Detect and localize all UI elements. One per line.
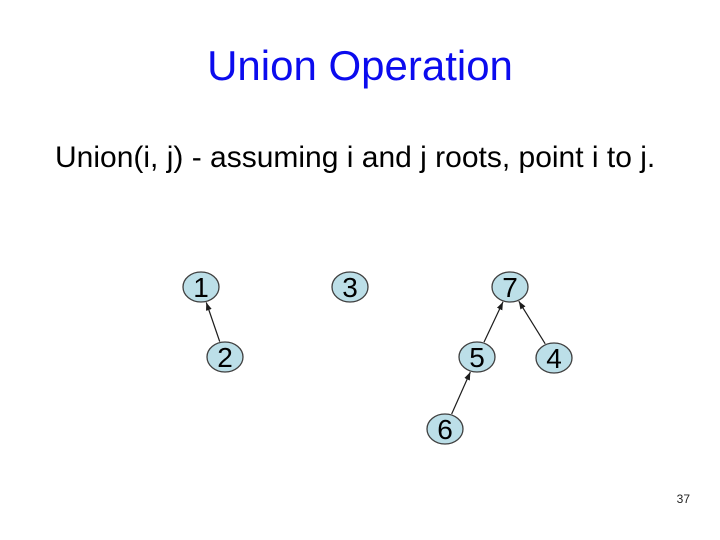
node-label: 7 [502,272,518,303]
diagram-edges [205,300,546,415]
node-3: 3 [331,271,369,303]
node-ellipse [458,341,496,373]
body-text: Union(i, j) - assuming i and j roots, po… [55,141,656,174]
node-ellipse [206,341,244,373]
edge-4-to-7 [518,300,546,345]
edge-5-to-7 [483,301,504,343]
node-ellipse [331,271,369,303]
node-ellipse [182,271,220,303]
node-label: 3 [342,272,358,303]
node-ellipse [491,271,529,303]
node-6: 6 [426,413,464,445]
slide-title: Union Operation [207,42,513,89]
node-label: 1 [193,272,209,303]
node-5: 5 [458,341,496,373]
node-label: 6 [437,414,453,445]
node-ellipse [426,413,464,445]
edge-2-to-1 [205,302,221,342]
node-4: 4 [535,342,573,374]
edge-6-to-5 [451,371,471,415]
node-ellipse [535,342,573,374]
node-1: 1 [182,271,220,303]
page-number: 37 [676,492,690,506]
node-label: 2 [217,342,233,373]
node-label: 4 [546,343,562,374]
diagram-nodes: 1 2 3 7 5 4 6 [182,271,573,445]
node-7: 7 [491,271,529,303]
node-2: 2 [206,341,244,373]
node-label: 5 [469,342,485,373]
